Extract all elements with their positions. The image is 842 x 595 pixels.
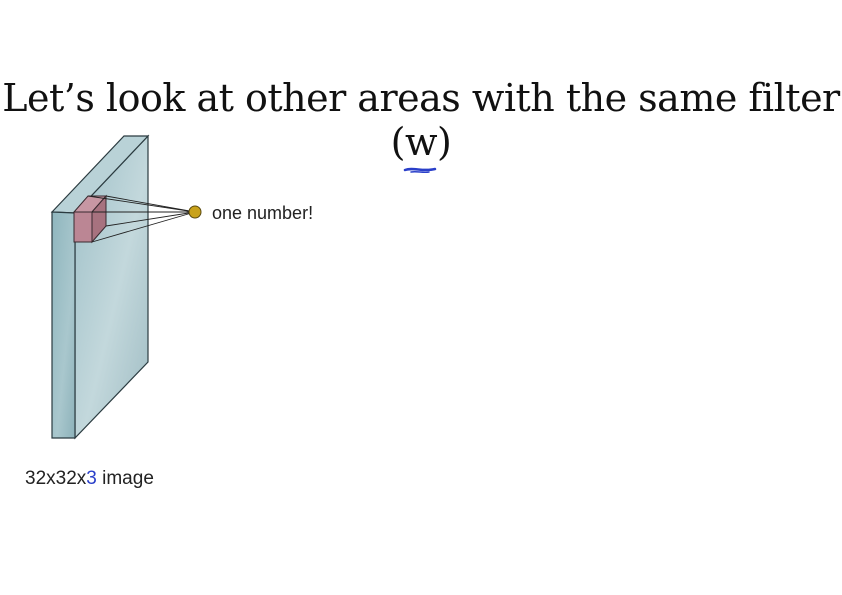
title-w-letter: w [404, 120, 438, 164]
input-volume [50, 134, 150, 440]
volume-front-face [51, 211, 76, 439]
slide-title: Let’s look at other areas with the same … [0, 76, 842, 174]
output-neuron-dot [188, 205, 202, 219]
title-prefix: Let’s look at other areas with the same … [2, 76, 840, 164]
filter-front-face [73, 211, 93, 243]
caption-dims: 32x32x [25, 468, 87, 489]
projection-line [87, 195, 196, 213]
projection-line [91, 211, 196, 243]
w-underline-mark [403, 167, 437, 174]
caption-suffix: image [96, 468, 154, 489]
volume-caption: 32x32x3 image [25, 468, 154, 490]
projection-lines [87, 195, 196, 243]
title-w-symbol: w [403, 120, 438, 174]
projection-line [105, 211, 196, 227]
caption-depth: 3 [86, 468, 97, 489]
title-suffix: ) [437, 120, 452, 164]
output-label: one number! [212, 203, 314, 223]
